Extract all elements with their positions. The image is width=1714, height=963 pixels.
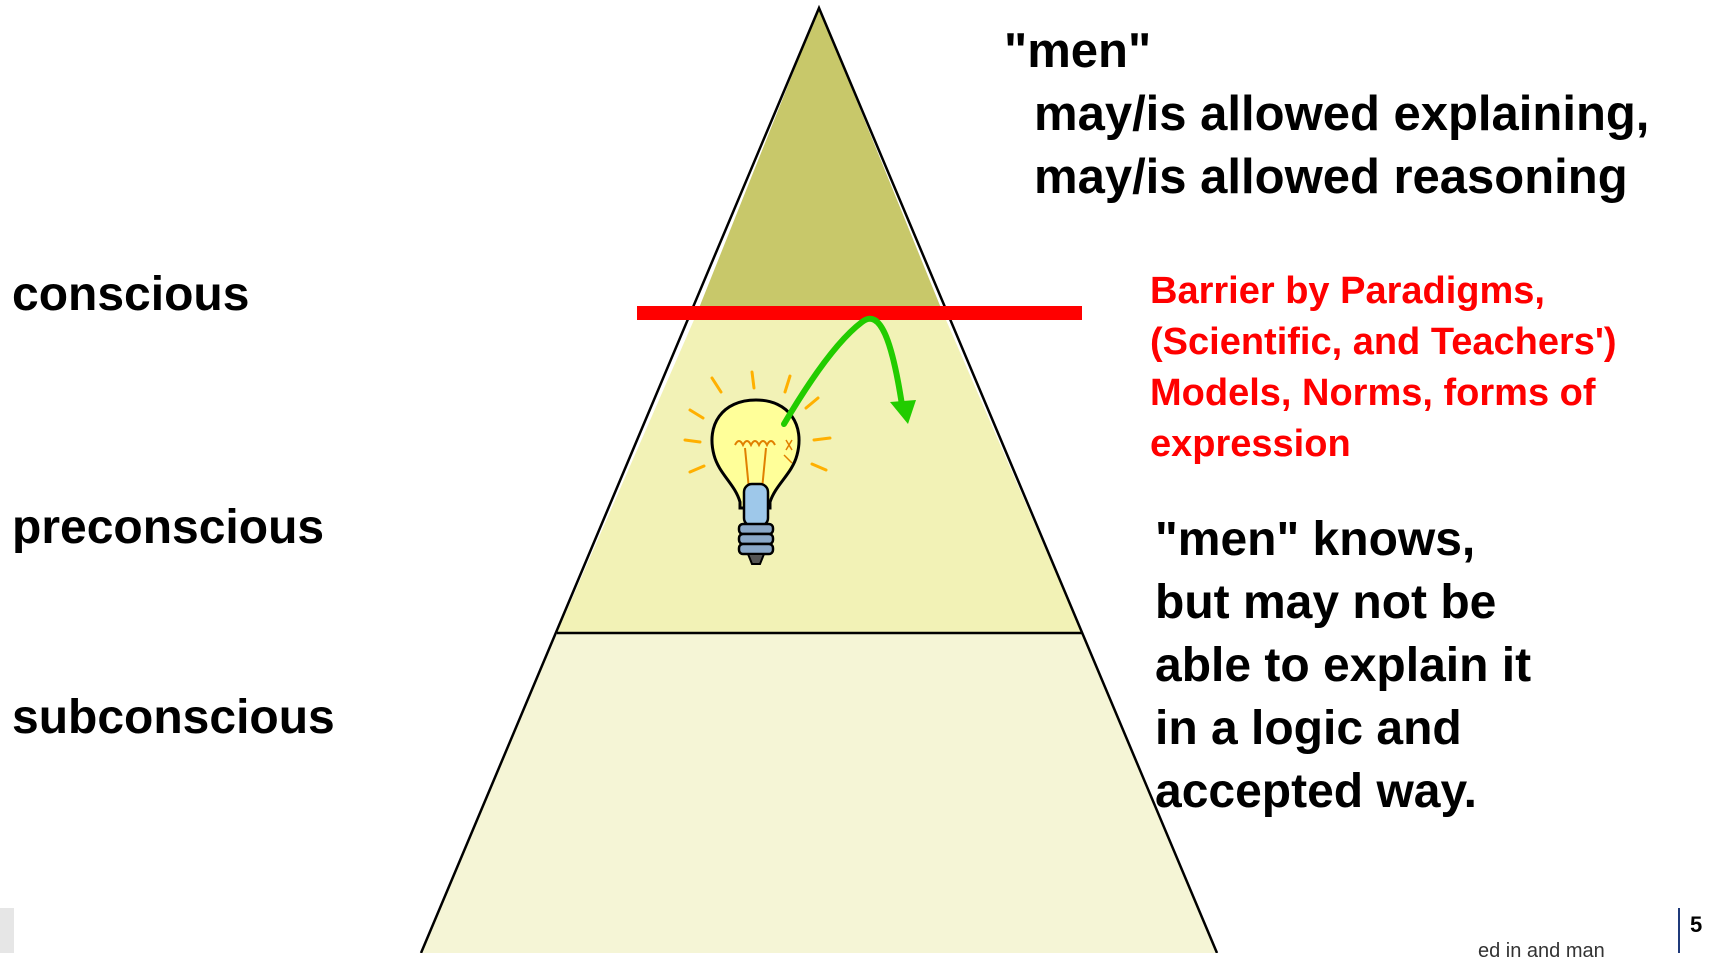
preconscious-desc-line1: "men" knows, [1155, 513, 1476, 566]
preconscious-band [557, 313, 1082, 633]
page-divider [1678, 908, 1680, 953]
pyramid-outline [419, 4, 1219, 953]
page-number: 5 [1690, 912, 1703, 937]
barrier-desc-line3: Models, Norms, forms of [1150, 372, 1596, 414]
preconscious-desc-line2: but may not be [1155, 576, 1497, 629]
conscious-desc-line3: may/is allowed reasoning [1034, 150, 1628, 204]
corner-tab [0, 908, 14, 953]
preconscious-desc-line4: in a logic and [1155, 702, 1462, 755]
barrier-desc-line4: expression [1150, 423, 1351, 465]
level-label-preconscious: preconscious [12, 501, 325, 554]
preconscious-desc-line5: accepted way. [1155, 765, 1477, 818]
preconscious-desc-line3: able to explain it [1155, 639, 1532, 692]
barrier-desc-line2: (Scientific, and Teachers') [1150, 321, 1617, 363]
barrier-desc-line1: Barrier by Paradigms, [1150, 270, 1545, 312]
barrier-description: Barrier by Paradigms, (Scientific, and T… [1150, 266, 1617, 470]
conscious-band [697, 8, 943, 313]
conscious-desc-line1: "men" [1004, 24, 1152, 78]
footer-text: ed in and man [1478, 940, 1605, 962]
subconscious-band [421, 633, 1217, 953]
level-label-subconscious: subconscious [12, 691, 335, 744]
light-bulb-icon [683, 370, 832, 565]
conscious-description: "men" may/is allowed explaining, may/is … [1004, 20, 1649, 209]
curved-arrow-icon [781, 315, 916, 427]
paradigm-barrier [637, 306, 1082, 320]
preconscious-description: "men" knows, but may not be able to expl… [1155, 508, 1531, 823]
conscious-desc-line2: may/is allowed explaining, [1034, 87, 1650, 141]
level-label-conscious: conscious [12, 268, 250, 321]
